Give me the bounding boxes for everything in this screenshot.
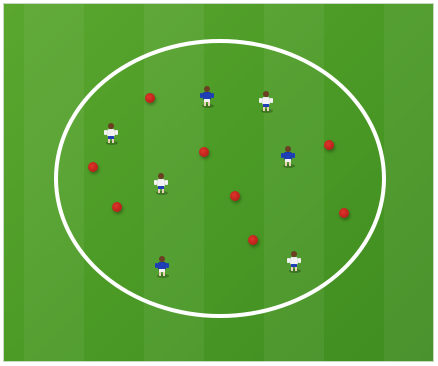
cone-6 [248, 235, 258, 245]
drill-circle [54, 39, 386, 318]
cone-4 [199, 147, 209, 157]
player-icon [258, 90, 274, 114]
player-blue-3 [154, 255, 170, 279]
player-icon [154, 255, 170, 279]
cone-5 [230, 191, 240, 201]
cone-2 [88, 162, 98, 172]
cone-8 [339, 208, 349, 218]
cone-7 [324, 140, 334, 150]
player-icon [286, 250, 302, 274]
player-icon [103, 122, 119, 146]
player-icon [280, 145, 296, 169]
grass-stripe [384, 4, 434, 361]
player-blue-1 [199, 85, 215, 109]
player-white-4 [286, 250, 302, 274]
pitch [3, 3, 434, 362]
cone-3 [112, 202, 122, 212]
player-white-3 [153, 172, 169, 196]
player-icon [199, 85, 215, 109]
player-blue-2 [280, 145, 296, 169]
cone-1 [145, 93, 155, 103]
player-white-2 [103, 122, 119, 146]
player-white-1 [258, 90, 274, 114]
player-icon [153, 172, 169, 196]
